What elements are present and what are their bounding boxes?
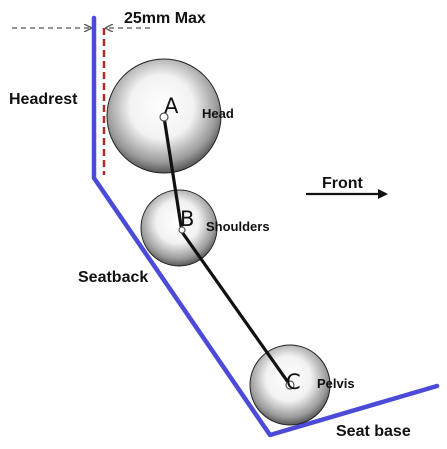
seat-base-label: Seat base (336, 423, 411, 440)
head-label: Head (202, 106, 234, 121)
seatback-label: Seatback (78, 269, 148, 286)
shoulders-sphere (140, 189, 218, 267)
front-label: Front (322, 175, 364, 192)
joint-marker-c (285, 380, 295, 390)
shoulders-label: Shoulders (206, 219, 270, 234)
joint-marker-a (159, 112, 169, 122)
point-c-letter: C (286, 370, 301, 394)
max-gap-label: 25mm Max (124, 10, 206, 27)
point-b-letter: B (180, 207, 194, 231)
joint-marker-b (178, 226, 186, 234)
headrest-label: Headrest (9, 91, 78, 108)
point-a-letter: A (164, 94, 179, 118)
seat-outline (91, 15, 440, 438)
pelvis-label: Pelvis (317, 376, 355, 391)
